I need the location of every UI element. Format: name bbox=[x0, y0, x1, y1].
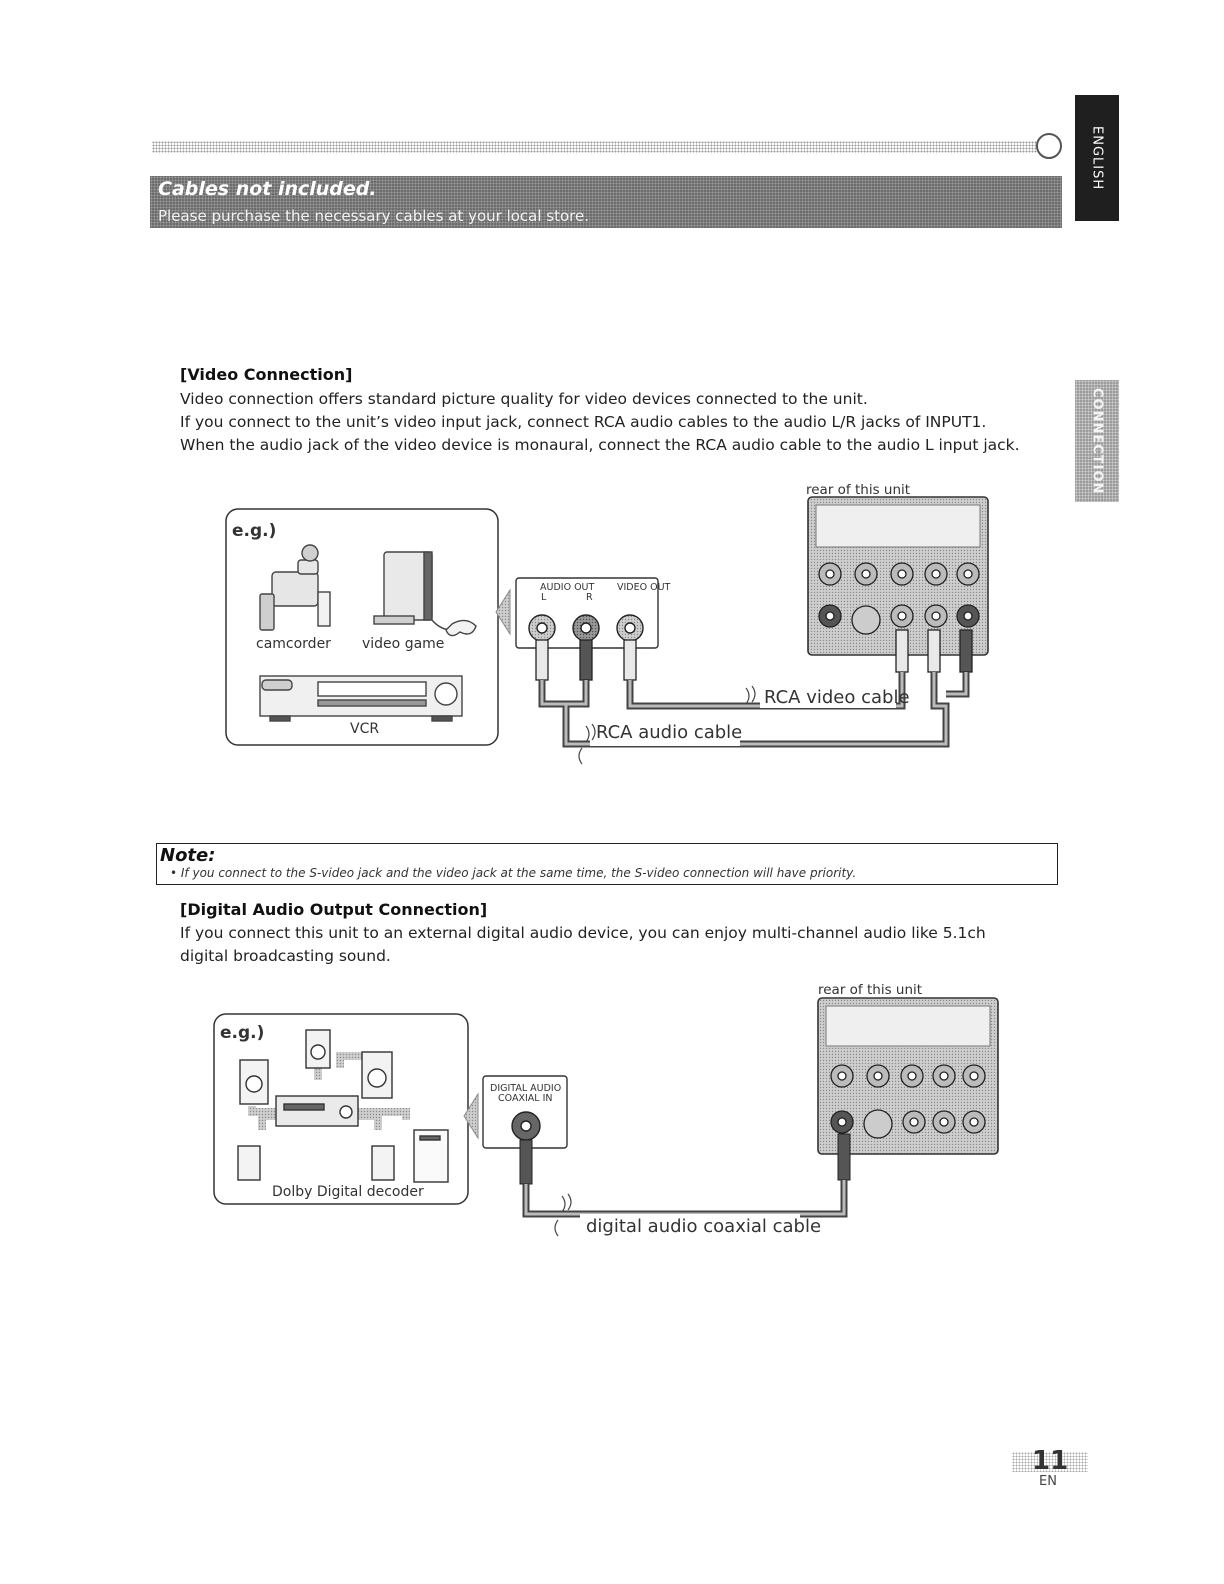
digital-cable-break-marks bbox=[554, 1193, 572, 1237]
page-number-ornament bbox=[1012, 1452, 1088, 1472]
coaxial-jack bbox=[511, 1111, 541, 1141]
decoder-label: Dolby Digital decoder bbox=[272, 1184, 424, 1200]
side-tab-connection-label: CONNECTION bbox=[1089, 387, 1105, 495]
digital-audio-label: DIGITAL AUDIO bbox=[490, 1083, 561, 1094]
digital-coaxial-cable bbox=[522, 1180, 848, 1218]
video-rear-label: rear of this unit bbox=[806, 482, 910, 498]
video-section-heading: [Video Connection] bbox=[180, 365, 353, 384]
audio-right-label: R bbox=[586, 592, 593, 603]
digital-paragraph-1: If you connect this unit to an external … bbox=[180, 924, 986, 965]
video-out-label: VIDEO OUT bbox=[617, 582, 671, 593]
digital-section-heading: [Digital Audio Output Connection] bbox=[180, 900, 488, 919]
coaxial-plug-device bbox=[519, 1139, 533, 1185]
camcorder-icon bbox=[259, 544, 331, 631]
page-number: 11 bbox=[1032, 1446, 1069, 1476]
rca-audio-cable-label: RCA audio cable bbox=[596, 722, 742, 743]
rca-video-cable-label: RCA video cable bbox=[764, 687, 910, 708]
digital-rear-label: rear of this unit bbox=[818, 982, 922, 998]
banner-subtitle: Please purchase the necessary cables at … bbox=[158, 207, 590, 225]
cables-banner bbox=[150, 176, 1062, 228]
device-rca-jacks bbox=[528, 614, 644, 642]
note-text: • If you connect to the S-video jack and… bbox=[170, 866, 857, 880]
note-box bbox=[156, 843, 1058, 885]
video-section-body: Video connection offers standard picture… bbox=[180, 388, 1060, 457]
cable-break-marks bbox=[578, 685, 756, 765]
side-tab-english: ENGLISH bbox=[1075, 95, 1119, 221]
note-title: Note: bbox=[160, 845, 216, 866]
audio-out-label: AUDIO OUT bbox=[540, 582, 594, 593]
page-language: EN bbox=[1039, 1474, 1057, 1489]
banner-title: Cables not included. bbox=[158, 178, 377, 200]
digital-jack-pointer-arrow bbox=[463, 1092, 479, 1140]
side-tab-english-label: ENGLISH bbox=[1089, 125, 1105, 191]
audio-left-label: L bbox=[541, 592, 547, 603]
unit-rca-plugs bbox=[895, 629, 973, 673]
header-circle-ornament bbox=[1036, 133, 1062, 159]
digital-section-body: If you connect this unit to an external … bbox=[180, 922, 1010, 968]
side-tab-connection: CONNECTION bbox=[1075, 380, 1119, 502]
video-paragraph-3: When the audio jack of the video device … bbox=[180, 436, 1020, 454]
video-game-label: video game bbox=[362, 636, 444, 652]
digital-cable-label: digital audio coaxial cable bbox=[586, 1216, 821, 1237]
coaxial-plug-unit bbox=[837, 1133, 851, 1181]
vcr-icon bbox=[259, 675, 463, 722]
vcr-label: VCR bbox=[350, 721, 379, 737]
video-paragraph-2: If you connect to the unit’s video input… bbox=[180, 413, 987, 431]
device-rca-plugs bbox=[535, 639, 637, 681]
header-dotted-rule bbox=[152, 141, 1040, 153]
digital-eg-label: e.g.) bbox=[220, 1023, 264, 1043]
video-paragraph-1: Video connection offers standard picture… bbox=[180, 390, 868, 408]
video-eg-label: e.g.) bbox=[232, 521, 276, 541]
coaxial-in-label: COAXIAL IN bbox=[498, 1093, 552, 1104]
camcorder-label: camcorder bbox=[256, 636, 331, 652]
video-jack-pointer-arrow bbox=[495, 588, 511, 636]
rear-panel-jacks bbox=[818, 562, 980, 635]
speaker-system-icon bbox=[237, 1029, 449, 1183]
video-game-icon bbox=[373, 551, 477, 637]
